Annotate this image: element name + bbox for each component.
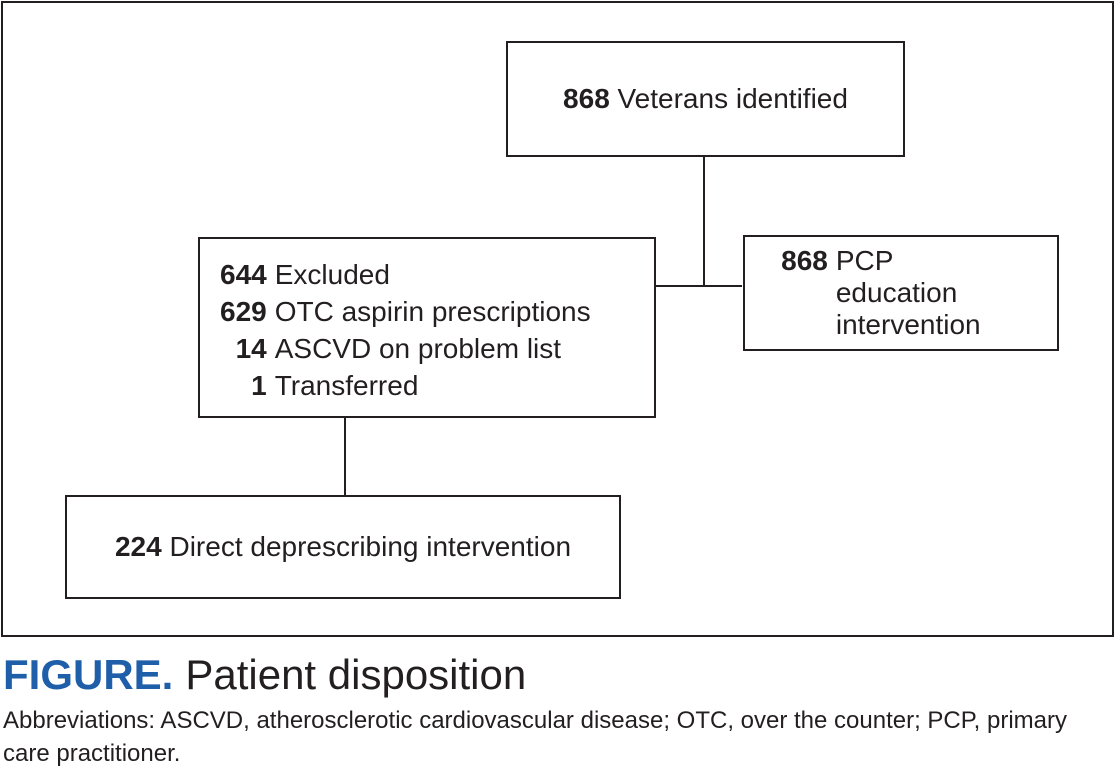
direct-deprescribing-count: 224: [114, 530, 162, 562]
diagram-frame: 868 Veterans identified 868 PCP educatio…: [1, 1, 1114, 637]
excluded-transferred-label: Transferred: [274, 370, 419, 402]
excluded-row-total: 644 Excluded: [220, 257, 591, 294]
figure-caption: FIGURE.Patient disposition: [3, 650, 526, 700]
excluded-otc-label: OTC aspirin prescriptions: [274, 296, 591, 328]
pcp-education-label: PCP education intervention: [835, 244, 981, 341]
direct-deprescribing-label: Direct deprescribing intervention: [169, 530, 572, 562]
pcp-education-box: 868 PCP education intervention: [743, 235, 1059, 351]
veterans-identified-box: 868 Veterans identified: [506, 41, 905, 157]
direct-deprescribing-box: 224 Direct deprescribing intervention: [65, 495, 621, 599]
excluded-row-otc: 629 OTC aspirin prescriptions: [220, 294, 591, 331]
pcp-education-count: 868: [781, 244, 828, 276]
excluded-box: 644 Excluded 629 OTC aspirin prescriptio…: [198, 237, 656, 418]
excluded-ascvd-label: ASCVD on problem list: [274, 333, 562, 365]
figure-abbreviations: Abbreviations: ASCVD, atherosclerotic ca…: [3, 707, 1068, 767]
figure-label: FIGURE.: [3, 651, 174, 698]
connector-excluded-to-direct: [344, 415, 346, 495]
excluded-total-label: Excluded: [274, 259, 390, 291]
connector-horizontal-branch: [653, 285, 742, 287]
excluded-row-ascvd: 14 ASCVD on problem list: [220, 331, 591, 368]
connector-identified-down: [703, 154, 705, 287]
figure-title: Patient disposition: [185, 651, 527, 698]
excluded-ascvd-count: 14: [235, 333, 267, 365]
excluded-transferred-count: 1: [251, 370, 267, 402]
veterans-identified-count: 868: [563, 82, 610, 114]
excluded-total-count: 644: [220, 259, 267, 291]
excluded-otc-count: 629: [220, 296, 267, 328]
excluded-list: 644 Excluded 629 OTC aspirin prescriptio…: [220, 257, 591, 405]
veterans-identified-label: Veterans identified: [617, 82, 848, 114]
excluded-row-transferred: 1 Transferred: [220, 368, 591, 405]
